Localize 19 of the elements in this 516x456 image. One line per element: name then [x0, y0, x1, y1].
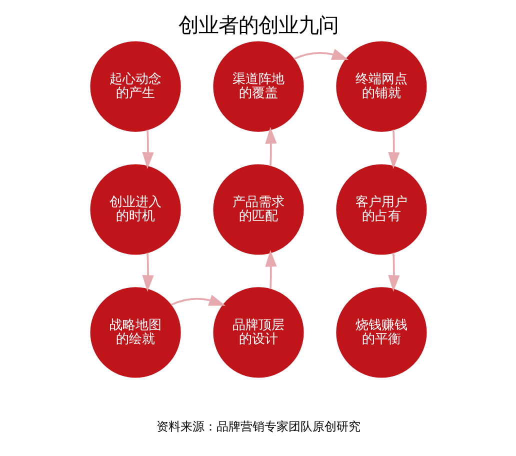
- arrow: [388, 130, 400, 169]
- node-circle: 渠道阵地的覆盖: [212, 41, 304, 132]
- node-circle: 战略地图的绘就: [90, 287, 180, 378]
- arrow: [264, 250, 276, 290]
- node-circle: 客户用户的占有: [336, 164, 426, 255]
- node-circle: 起心动念的产生: [90, 41, 180, 132]
- arrow: [388, 252, 400, 292]
- node-circle: 终端网点的铺就: [336, 41, 426, 132]
- node-circle: 烧钱赚钱的平衡: [336, 287, 426, 378]
- arrow: [142, 130, 154, 169]
- arrow: [293, 48, 348, 60]
- arrow: [170, 294, 226, 306]
- node-circle: 产品需求的匹配: [212, 164, 304, 255]
- node-circle: 创业进入的时机: [90, 164, 180, 255]
- label: 资料来源：品牌营销专家团队原创研究: [156, 419, 360, 434]
- node-circle: 品牌顶层的设计: [212, 287, 304, 378]
- arrow: [142, 252, 154, 292]
- diagram-title: 创业者的创业九问: [178, 13, 338, 38]
- arrow: [264, 127, 276, 166]
